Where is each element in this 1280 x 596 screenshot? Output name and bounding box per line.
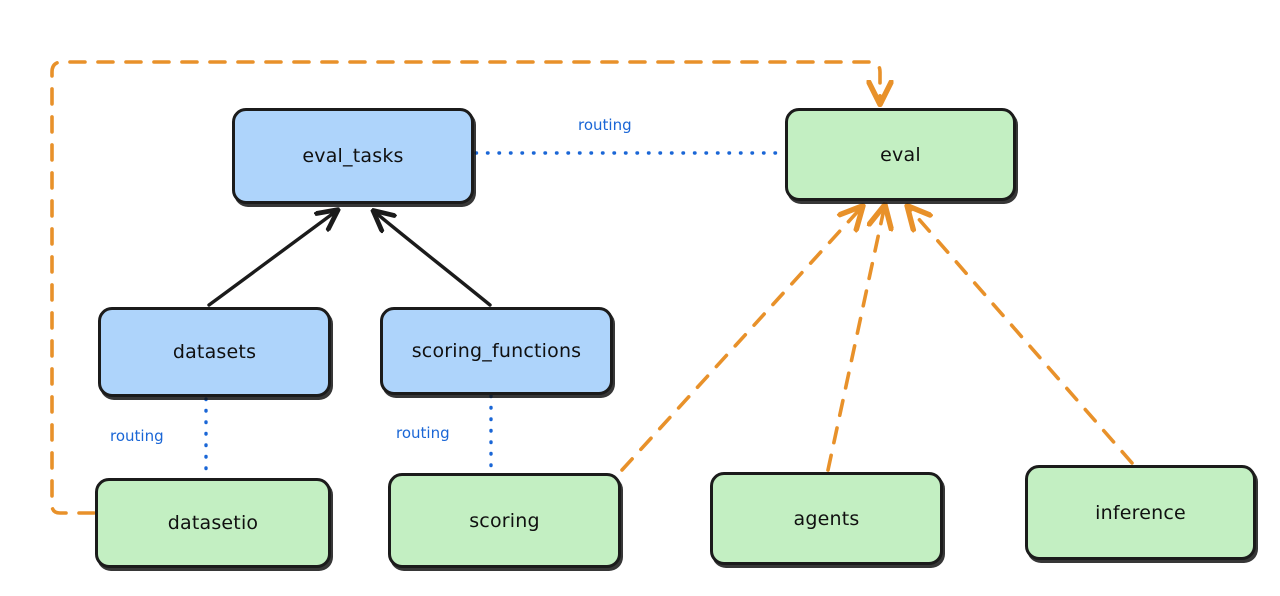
node-label: inference — [1095, 501, 1186, 524]
node-label: datasets — [172, 341, 257, 363]
edge-inference-to-eval-dependency — [910, 209, 1134, 465]
edge-scoring-to-eval-dependency — [620, 209, 860, 472]
node-label: agents — [793, 507, 860, 530]
edge-datasetio-to-eval-dependency — [50, 60, 880, 515]
edge-label-routing-datasets-datasetio: routing — [110, 427, 164, 445]
node-label: datasetio — [167, 512, 259, 534]
edge-agents-to-eval-dependency — [826, 209, 884, 472]
node-scoring-functions[interactable]: scoring_functions — [380, 307, 613, 395]
node-datasets[interactable]: datasets — [98, 307, 331, 397]
edge-label-routing-eval-tasks-eval: routing — [578, 116, 632, 134]
node-eval[interactable]: eval — [785, 108, 1016, 201]
node-agents[interactable]: agents — [710, 472, 943, 565]
node-eval-tasks[interactable]: eval_tasks — [232, 108, 474, 204]
edge-datasets-to-eval-tasks — [207, 212, 335, 307]
node-scoring[interactable]: scoring — [388, 473, 621, 568]
edge-scoring-functions-to-eval-tasks — [376, 213, 492, 307]
node-datasetio[interactable]: datasetio — [95, 478, 331, 568]
node-label: scoring — [469, 509, 540, 532]
node-inference[interactable]: inference — [1025, 465, 1256, 560]
node-label: scoring_functions — [411, 340, 582, 362]
node-label: eval — [880, 143, 921, 166]
node-label: eval_tasks — [302, 145, 404, 167]
edge-label-routing-scoring-functions-scoring: routing — [396, 424, 450, 442]
